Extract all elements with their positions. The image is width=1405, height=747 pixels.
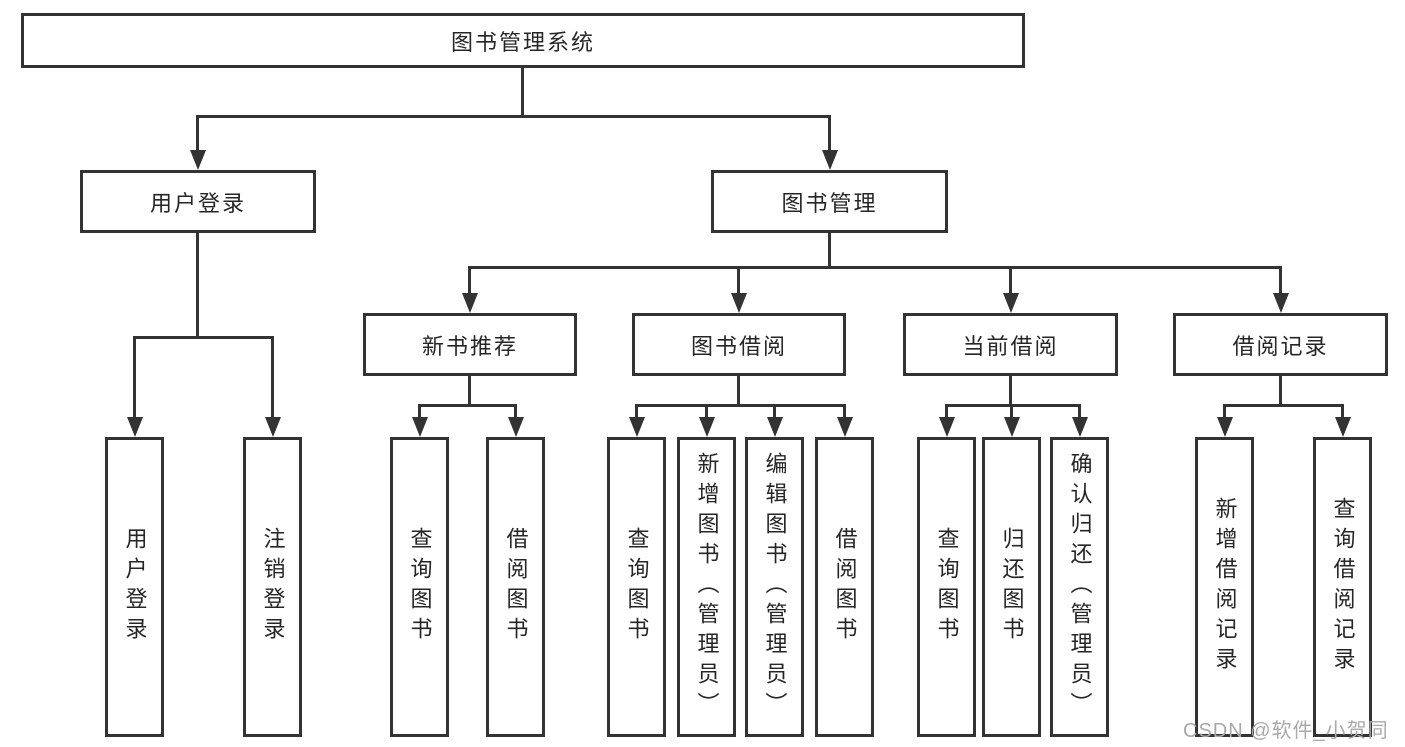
connector-line [1009, 376, 1012, 404]
arrow-down-icon [1335, 417, 1351, 437]
connector-line [418, 404, 517, 407]
leaf-nb-query-books-label: 查询图书 [407, 527, 433, 647]
node-new-book-recommend-label: 新书推荐 [421, 333, 518, 359]
leaf-nb-query-books: 查询图书 [390, 437, 449, 737]
node-user-login-label: 用户登录 [149, 190, 246, 216]
leaf-logout: 注销登录 [243, 437, 302, 737]
connector-line [1341, 404, 1344, 417]
node-root-label: 图书管理系统 [450, 29, 595, 55]
connector-line [514, 404, 517, 417]
connector-line [773, 404, 776, 417]
connector-line [843, 404, 846, 417]
arrow-down-icon [699, 417, 715, 437]
arrow-down-icon [837, 417, 853, 437]
watermark: CSDN @软件_小贺同学 [1183, 720, 1389, 742]
connector-line [1010, 404, 1013, 417]
node-borrow-records: 借阅记录 [1173, 313, 1388, 376]
connector-line [521, 68, 524, 115]
leaf-bb-query-books: 查询图书 [607, 437, 666, 737]
leaf-bb-borrow-books: 借阅图书 [815, 437, 874, 737]
leaf-br-add-record-label: 新增借阅记录 [1212, 497, 1238, 677]
connector-line [196, 115, 199, 150]
connector-line [133, 336, 274, 339]
leaf-nb-borrow-books: 借阅图书 [486, 437, 545, 737]
connector-line [1279, 376, 1282, 404]
connector-line [469, 266, 1282, 269]
connector-line [133, 336, 136, 417]
leaf-bb-add-books-admin: 新增图书（管理员） [677, 437, 736, 737]
connector-line [1078, 404, 1081, 417]
arrow-down-icon [1273, 293, 1289, 313]
node-current-borrow: 当前借阅 [903, 313, 1118, 376]
leaf-bb-edit-books-admin-label: 编辑图书（管理员） [762, 452, 788, 722]
arrow-down-icon [731, 293, 747, 313]
connector-line [828, 115, 831, 150]
arrow-down-icon [265, 417, 281, 437]
connector-line [271, 336, 274, 417]
leaf-bb-borrow-books-label: 借阅图书 [832, 527, 858, 647]
connector-line [737, 266, 740, 293]
arrow-down-icon [629, 417, 645, 437]
node-new-book-recommend: 新书推荐 [363, 313, 577, 376]
arrow-down-icon [822, 150, 838, 170]
arrow-down-icon [1072, 417, 1088, 437]
connector-line [1223, 404, 1344, 407]
leaf-logout-label: 注销登录 [260, 527, 286, 647]
node-root: 图书管理系统 [21, 13, 1025, 68]
leaf-user-login: 用户登录 [105, 437, 164, 737]
connector-line [945, 404, 1081, 407]
arrow-down-icon [190, 150, 206, 170]
node-borrow-records-label: 借阅记录 [1232, 333, 1329, 359]
leaf-nb-borrow-books-label: 借阅图书 [503, 527, 529, 647]
arrow-down-icon [412, 417, 428, 437]
connector-line [1009, 266, 1012, 293]
leaf-cb-return-books: 归还图书 [982, 437, 1041, 737]
arrow-down-icon [1004, 417, 1020, 437]
connector-line [828, 233, 831, 266]
connector-line [197, 115, 831, 118]
connector-line [468, 266, 471, 293]
connector-line [1279, 266, 1282, 293]
node-user-login: 用户登录 [80, 170, 316, 233]
leaf-bb-query-books-label: 查询图书 [624, 527, 650, 647]
leaf-br-add-record: 新增借阅记录 [1195, 437, 1254, 737]
connector-line [737, 376, 740, 404]
node-book-borrow: 图书借阅 [632, 313, 846, 376]
connector-line [418, 404, 421, 417]
leaf-bb-edit-books-admin: 编辑图书（管理员） [745, 437, 804, 737]
leaf-br-query-record-label: 查询借阅记录 [1330, 497, 1356, 677]
connector-line [945, 404, 948, 417]
node-book-management: 图书管理 [711, 170, 948, 233]
arrow-down-icon [1003, 293, 1019, 313]
arrow-down-icon [767, 417, 783, 437]
connector-line [635, 404, 638, 417]
arrow-down-icon [127, 417, 143, 437]
arrow-down-icon [462, 293, 478, 313]
connector-line [635, 404, 846, 407]
leaf-bb-add-books-admin-label: 新增图书（管理员） [694, 452, 720, 722]
leaf-br-query-record: 查询借阅记录 [1313, 437, 1372, 737]
node-book-management-label: 图书管理 [781, 190, 878, 216]
arrow-down-icon [508, 417, 524, 437]
leaf-cb-query-books-label: 查询图书 [934, 527, 960, 647]
connector-line [705, 404, 708, 417]
arrow-down-icon [1217, 417, 1233, 437]
connector-line [1223, 404, 1226, 417]
leaf-cb-confirm-return-admin: 确认归还（管理员） [1050, 437, 1109, 737]
connector-line [468, 376, 471, 404]
arrow-down-icon [939, 417, 955, 437]
leaf-cb-return-books-label: 归还图书 [999, 527, 1025, 647]
node-book-borrow-label: 图书借阅 [690, 333, 787, 359]
connector-line [196, 233, 199, 336]
node-current-borrow-label: 当前借阅 [962, 333, 1059, 359]
leaf-user-login-label: 用户登录 [122, 527, 148, 647]
leaf-cb-confirm-return-admin-label: 确认归还（管理员） [1067, 452, 1093, 722]
leaf-cb-query-books: 查询图书 [917, 437, 976, 737]
